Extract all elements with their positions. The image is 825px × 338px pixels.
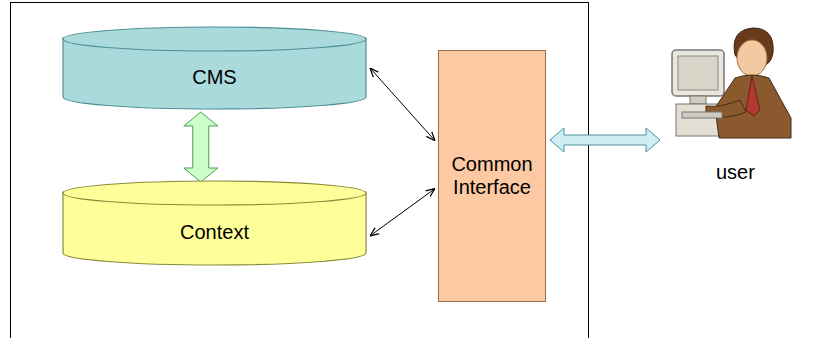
node-text: CMS <box>192 66 236 89</box>
user-label: user <box>716 161 755 184</box>
connector-arrow <box>370 68 435 141</box>
interface-box: Common Interface <box>438 50 546 302</box>
user-arrow <box>550 128 660 152</box>
context-cylinder: Context <box>62 180 367 266</box>
outer-frame <box>11 3 589 338</box>
double-block-arrow <box>184 112 218 182</box>
node-text: Common Interface <box>444 153 540 199</box>
cms-cylinder: CMS <box>62 26 367 110</box>
node-text: Context <box>180 221 249 244</box>
connector-arrow <box>370 189 435 236</box>
user-illustration <box>672 28 791 138</box>
